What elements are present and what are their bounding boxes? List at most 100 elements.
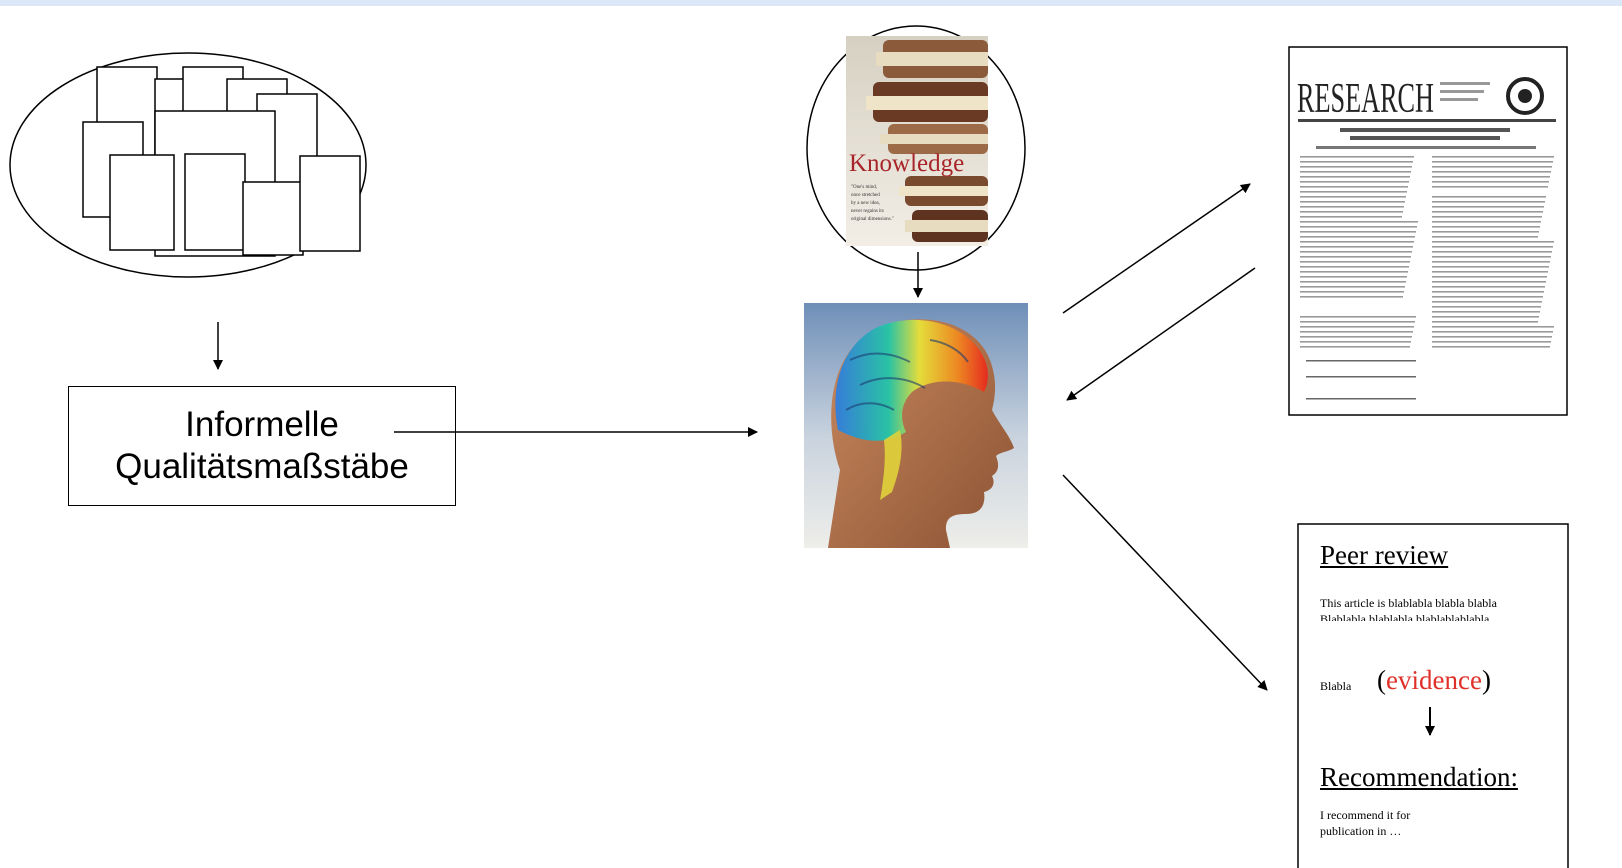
paper-text-line xyxy=(1300,251,1412,253)
paper-text-line xyxy=(1432,156,1554,158)
paper-text-line xyxy=(1300,346,1410,348)
paper-text-line xyxy=(1300,341,1411,343)
paper-text-line xyxy=(1432,251,1552,253)
paper-text-line xyxy=(1300,296,1403,298)
paper-text-line xyxy=(1300,216,1402,218)
paper-text-line xyxy=(1300,326,1414,328)
paper-text-line xyxy=(1300,256,1411,258)
paper-text-line xyxy=(1432,291,1544,293)
paper-text-line xyxy=(1432,211,1543,213)
paper-text-line xyxy=(1300,196,1406,198)
arrow-head-to-research xyxy=(1062,183,1251,314)
arrows xyxy=(213,183,1435,736)
paper-text-line xyxy=(1432,206,1544,208)
informal-quality-criteria-box: Informelle Qualitätsmaßstäbe xyxy=(68,386,456,506)
paper-text-line xyxy=(1300,276,1407,278)
paper-text-line xyxy=(1300,336,1412,338)
paper-text-line xyxy=(1432,216,1542,218)
recommendation-text-line: publication in … xyxy=(1320,824,1402,838)
paper-text-line xyxy=(1300,206,1404,208)
paper-text-line xyxy=(1300,176,1410,178)
paper-text-line xyxy=(1432,196,1546,198)
paper-text-line xyxy=(1432,286,1545,288)
paper-text-line xyxy=(1300,226,1417,228)
paper-text-line xyxy=(1300,291,1404,293)
paper-text-line xyxy=(1432,296,1543,298)
paper-text-line xyxy=(1432,276,1547,278)
paper-text-line xyxy=(1432,261,1550,263)
paper-text-line xyxy=(1432,176,1550,178)
paper-text-line xyxy=(1432,166,1552,168)
evidence-label: (evidence) xyxy=(1377,665,1491,696)
paper-text-line xyxy=(1300,286,1405,288)
paper-text-line xyxy=(1300,246,1413,248)
paper-text-line xyxy=(1432,271,1548,273)
document-icon xyxy=(299,155,361,252)
paper-text-line xyxy=(1432,256,1551,258)
peer-review-title: Peer review xyxy=(1320,540,1449,570)
knowledge-illustration: Knowledge "One's mind, once stretched by… xyxy=(806,25,1026,271)
informal-line2: Qualitätsmaßstäbe xyxy=(115,447,409,486)
paper-text-line xyxy=(1300,236,1415,238)
evidence-close-paren: ) xyxy=(1481,665,1491,695)
paper-text-line xyxy=(1300,201,1405,203)
paper-text-line xyxy=(1300,171,1411,173)
knowledge-quote-line: original dimensions." xyxy=(851,217,894,222)
arrow-research-to-head xyxy=(1066,267,1256,401)
paper-text-line xyxy=(1300,331,1413,333)
peer-review-blabla: Blabla xyxy=(1320,679,1352,693)
paper-text-line xyxy=(1300,281,1406,283)
paper-text-line xyxy=(1432,236,1538,238)
paper-text-line xyxy=(1300,221,1418,223)
paper-text-line xyxy=(1300,211,1403,213)
research-paper-text-columns xyxy=(1300,156,1554,348)
paper-text-line xyxy=(1432,301,1542,303)
document-icon xyxy=(242,181,304,256)
knowledge-quote-line: never regains its xyxy=(851,209,884,214)
paper-text-line xyxy=(1300,271,1408,273)
peer-review-box xyxy=(1297,523,1569,868)
document-icon xyxy=(109,154,175,251)
paper-text-line xyxy=(1300,161,1413,163)
paper-text-line xyxy=(1432,226,1540,228)
paper-text-line xyxy=(1300,321,1415,323)
paper-text-line xyxy=(1300,186,1408,188)
paper-text-line xyxy=(1300,166,1412,168)
paper-text-line xyxy=(1432,221,1541,223)
paper-text-line xyxy=(1432,281,1546,283)
recommendation-title: Recommendation: xyxy=(1320,762,1518,792)
paper-text-line xyxy=(1432,341,1551,343)
recommendation-text-line: I recommend it for xyxy=(1320,808,1411,822)
paper-text-line xyxy=(1432,246,1553,248)
paper-text-line xyxy=(1300,181,1409,183)
paper-text-line xyxy=(1432,346,1550,348)
knowledge-book-title: Knowledge xyxy=(849,150,964,177)
evidence-open-paren: ( xyxy=(1377,665,1386,695)
paper-text-line xyxy=(1300,266,1409,268)
paper-text-line xyxy=(1432,266,1549,268)
paper-text-line xyxy=(1432,181,1549,183)
paper-text-line xyxy=(1432,336,1552,338)
paper-text-line xyxy=(1300,241,1414,243)
research-paper: RESEARCH xyxy=(1288,46,1568,416)
paper-text-line xyxy=(1432,241,1554,243)
research-masthead: RESEARCH xyxy=(1297,76,1434,122)
paper-text-line xyxy=(1432,316,1539,318)
peer-review-text-line: Blablabla blablabla blablablablabla xyxy=(1320,612,1490,621)
arrow-head-to-peer-review xyxy=(1062,474,1268,691)
paper-text-line xyxy=(1300,261,1410,263)
knowledge-quote-line: once stretched xyxy=(851,193,880,198)
paper-text-line xyxy=(1432,171,1551,173)
brain-head-image xyxy=(804,303,1028,548)
paper-text-line xyxy=(1432,321,1538,323)
documents-cluster xyxy=(9,52,367,278)
paper-text-line xyxy=(1432,306,1541,308)
paper-text-line xyxy=(1300,316,1416,318)
document-icon xyxy=(184,153,246,251)
informal-line1: Informelle xyxy=(185,405,339,444)
paper-text-line xyxy=(1432,311,1540,313)
knowledge-quote-line: "One's mind, xyxy=(851,185,877,190)
paper-text-line xyxy=(1432,331,1553,333)
knowledge-quote-line: by a new idea, xyxy=(851,201,880,206)
